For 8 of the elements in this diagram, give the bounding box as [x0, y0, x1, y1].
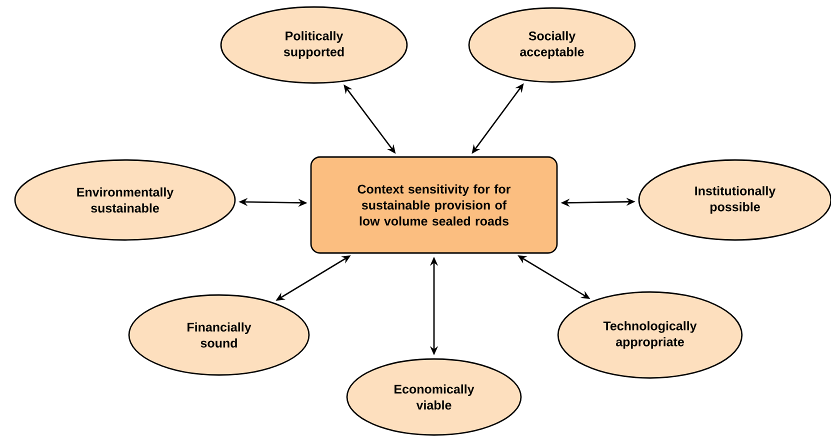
central-box: Context sensitivity for for sustainable provision of low volume sealed roads [310, 156, 558, 254]
oval-node: Financially sound [128, 294, 310, 376]
oval-node: Institutionally possible [638, 159, 831, 241]
oval-node: Economically viable [346, 358, 522, 436]
oval-node: Socially acceptable [468, 7, 636, 83]
oval-node: Environmentally sustainable [14, 159, 236, 241]
oval-node: Politically supported [220, 6, 408, 84]
oval-node: Technologically appropriate [557, 291, 743, 379]
